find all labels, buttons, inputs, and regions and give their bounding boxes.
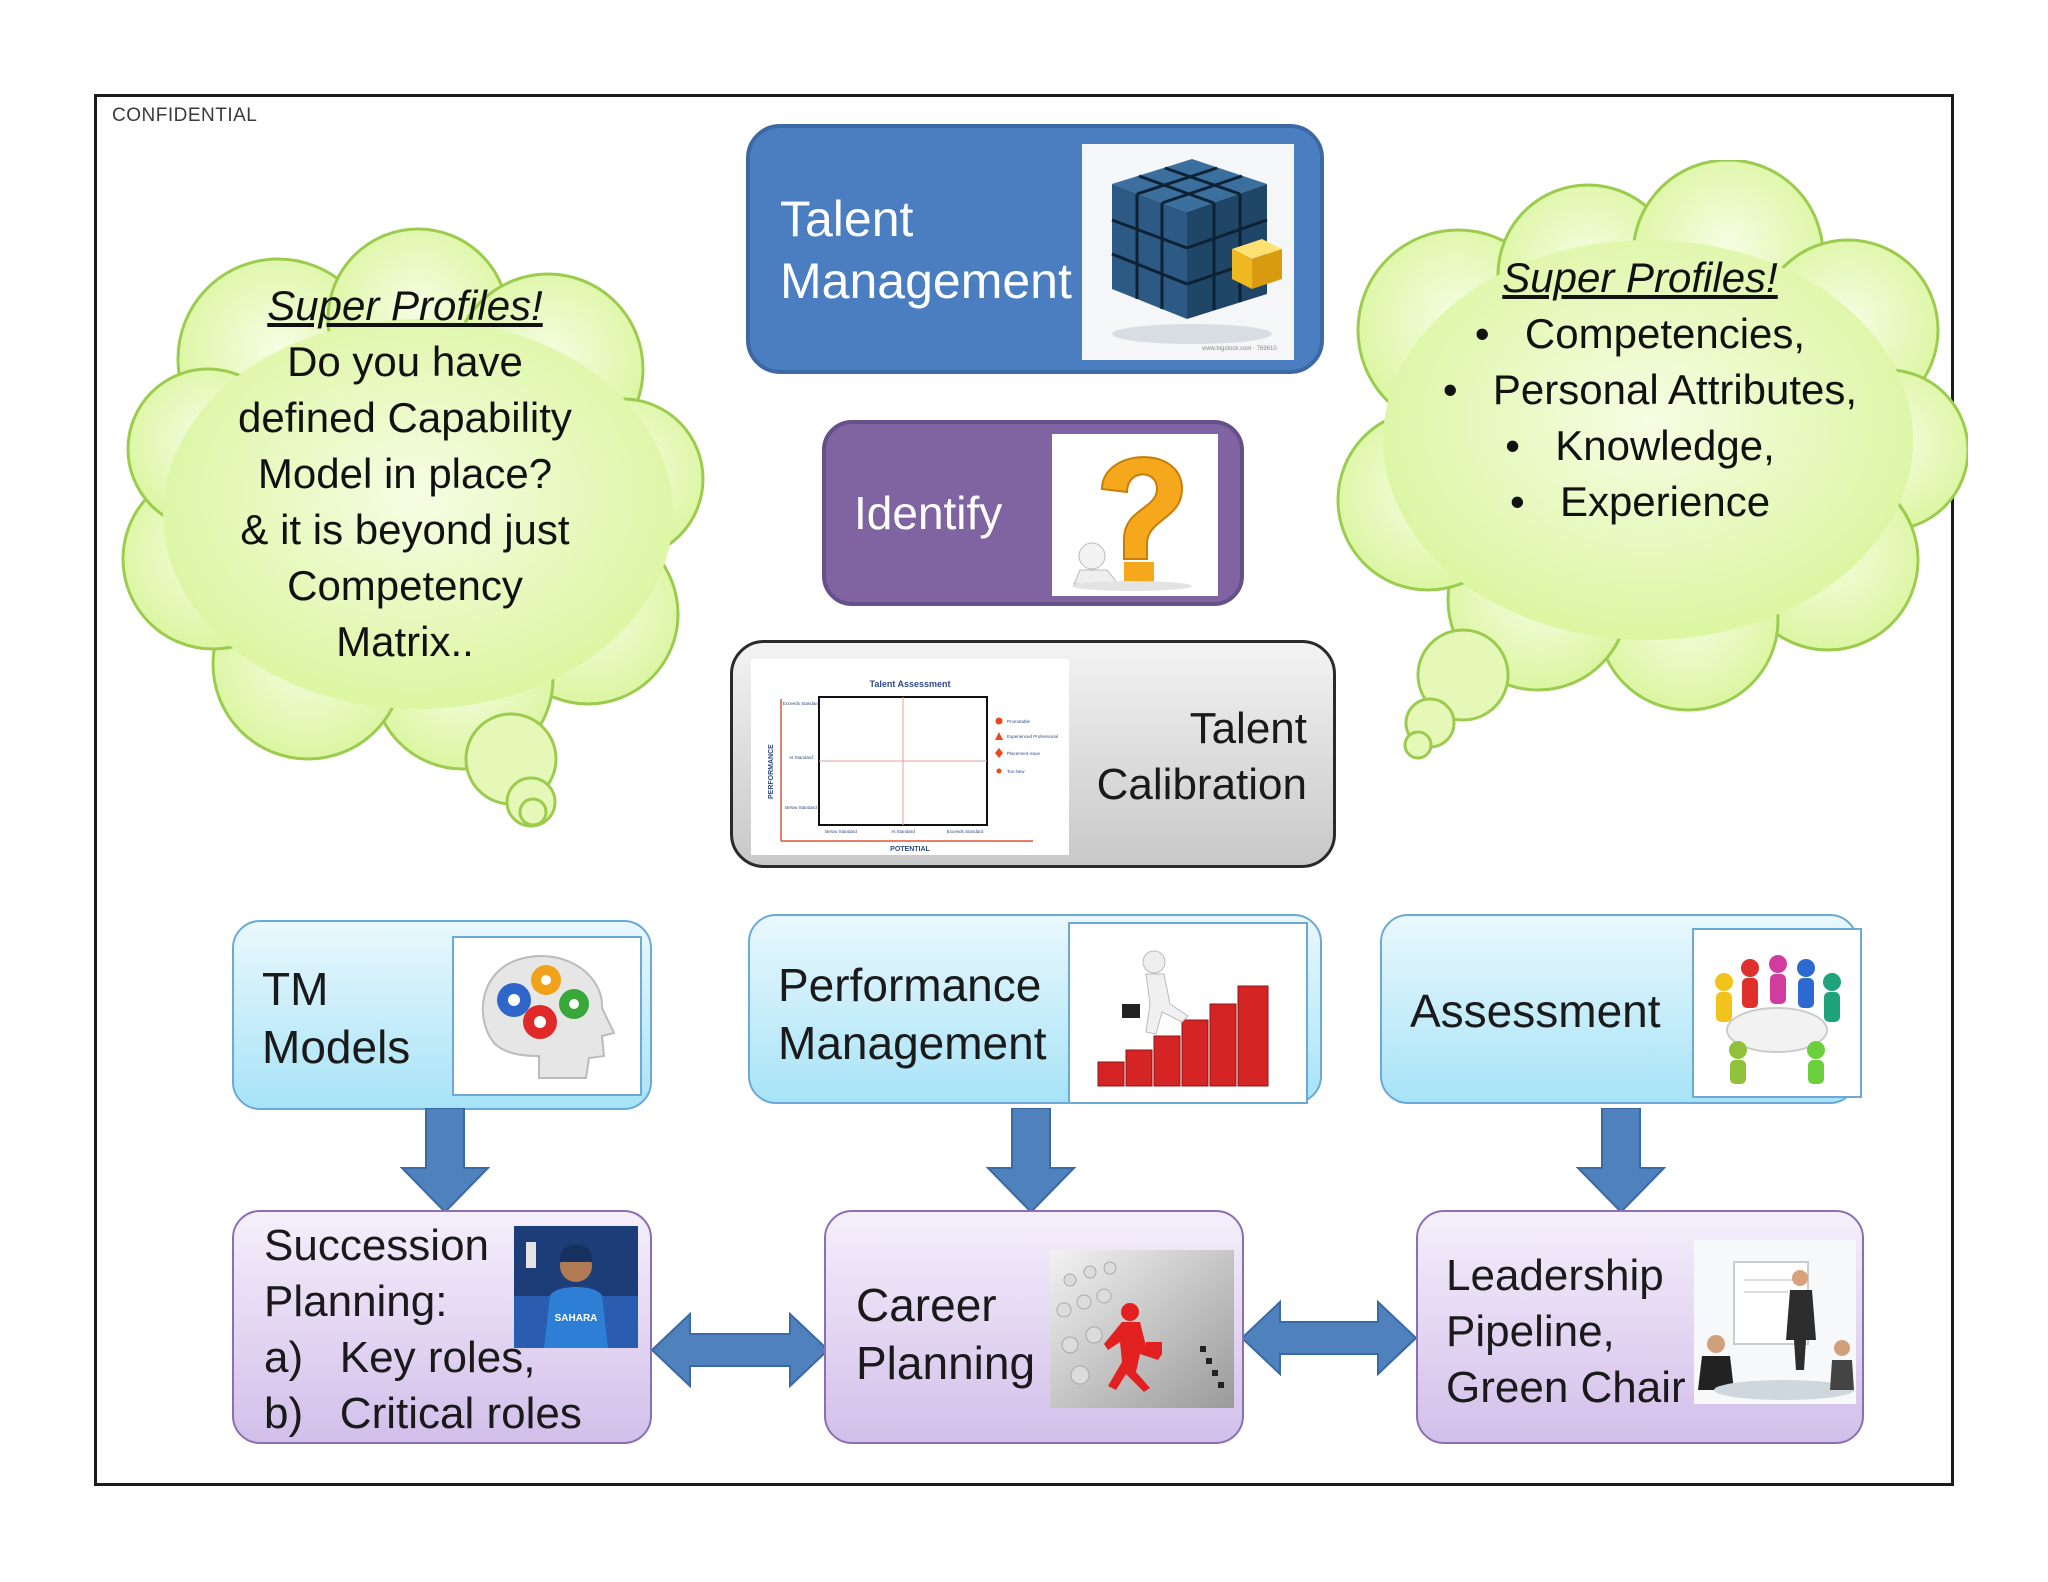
ta-chart-ytick: Below Standard [785, 805, 817, 810]
cloud-left-text: Super Profiles! Do you have defined Capa… [200, 278, 610, 670]
ta-chart-xlabel: POTENTIAL [890, 846, 930, 853]
brain-gears-image [452, 936, 642, 1096]
talent-management-box: Talent Management www.bigstock.com · 769… [746, 124, 1324, 374]
cloud-left-body: Do you have defined Capability Model in … [238, 338, 572, 665]
down-arrow-left [400, 1108, 490, 1214]
down-arrow-right [1576, 1108, 1666, 1214]
double-arrow-right [1240, 1299, 1418, 1377]
succession-items: a) Key roles, b) Critical roles [264, 1330, 582, 1442]
list-item: Competencies, [1420, 306, 1860, 362]
down-arrow-center [986, 1108, 1076, 1214]
list-item-text: Personal Attributes, [1492, 366, 1858, 413]
assessment-label: Assessment [1410, 985, 1661, 1037]
talent-calibration-label: Talent Calibration [1096, 704, 1307, 809]
cloud-right-heading: Super Profiles! [1502, 254, 1778, 301]
cricketer-photo: SAHARA [514, 1226, 638, 1348]
ta-chart-ytick: At Standard [789, 755, 813, 760]
cloud-right-text: Super Profiles! [1430, 250, 1850, 306]
talent-calibration-box: Talent Assessment PERFORMANCE POTENTIAL … [730, 640, 1336, 868]
career-planning-box: Career Planning [824, 1210, 1244, 1444]
identify-label: Identify [854, 487, 1003, 539]
confidential-label: CONFIDENTIAL [112, 105, 258, 126]
tm-models-label: TM Models [262, 963, 411, 1073]
performance-management-box: Performance Management [748, 914, 1322, 1104]
list-item: Experience [1420, 474, 1860, 530]
cloud-left-heading: Super Profiles! [267, 282, 543, 329]
page-frame [94, 94, 1954, 1486]
list-item: Knowledge, [1420, 418, 1860, 474]
list-item: b) Critical roles [264, 1389, 582, 1438]
rubik-cube-image: www.bigstock.com · 769610 [1082, 144, 1294, 360]
performance-bars-image [1068, 922, 1308, 1104]
ta-legend-item: Experienced Professional [1007, 734, 1058, 739]
team-meeting-image [1692, 928, 1862, 1098]
cube-watermark: www.bigstock.com · 769610 [1201, 346, 1277, 352]
leadership-pipeline-label: Leadership Pipeline, Green Chair [1446, 1251, 1686, 1412]
list-item: Personal Attributes, [1420, 362, 1860, 418]
ta-legend-item: Promotable [1007, 719, 1031, 724]
talent-assessment-chart: Talent Assessment PERFORMANCE POTENTIAL … [751, 659, 1069, 855]
thought-cloud-left [121, 227, 705, 828]
talent-management-label: Talent Management [780, 191, 1072, 309]
ta-legend-item: Too New [1007, 769, 1025, 774]
assessment-box: Assessment [1380, 914, 1862, 1104]
ta-chart-ytick: Exceeds Standard [783, 701, 820, 706]
succession-planning-title: Succession Planning: [264, 1221, 490, 1326]
ta-chart-xtick: Exceeds Standard [947, 829, 984, 834]
identify-box: Identify [822, 420, 1244, 606]
question-mark-image [1052, 434, 1218, 596]
career-planning-label: Career Planning [856, 1279, 1036, 1389]
leadership-pipeline-box: Leadership Pipeline, Green Chair [1416, 1210, 1864, 1444]
jersey-text: SAHARA [555, 1313, 598, 1324]
succession-planning-box: Succession Planning: a) Key roles, b) Cr… [232, 1210, 652, 1444]
cloud-right-list: Competencies, Personal Attributes, Knowl… [1420, 306, 1860, 530]
ta-chart-xtick: At Standard [891, 829, 915, 834]
performance-management-label: Performance Management [778, 959, 1047, 1069]
double-arrow-left [650, 1311, 830, 1389]
ta-legend-item: Placement issue [1007, 751, 1041, 756]
ta-chart-title: Talent Assessment [869, 679, 950, 689]
ta-chart-xtick: Below Standard [825, 829, 857, 834]
list-item: a) Key roles, [264, 1333, 536, 1382]
tm-models-box: TM Models [232, 920, 652, 1110]
presentation-image [1694, 1240, 1856, 1404]
career-runner-image [1050, 1250, 1234, 1408]
ta-chart-ylabel: PERFORMANCE [768, 744, 775, 799]
